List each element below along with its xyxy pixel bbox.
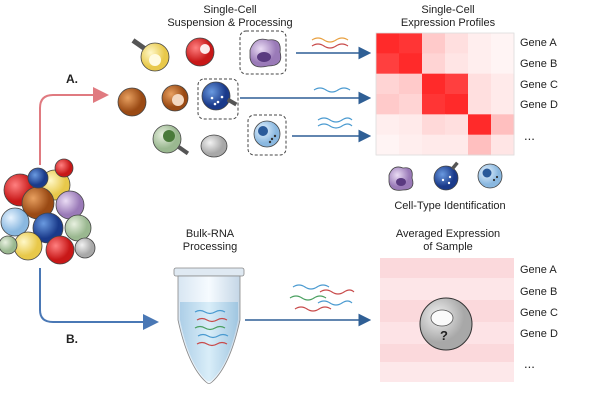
heatmap-cell-3-3 [445, 94, 469, 115]
step-a1-line2: Suspension & Processing [167, 17, 293, 29]
path-a-arrow [39, 87, 109, 165]
avg-gene-label-b: Gene B [520, 286, 558, 298]
unknown-mark: ? [440, 328, 448, 343]
heatmap-cell-5-5 [491, 134, 515, 156]
heatmap-cell-1-1 [399, 53, 423, 75]
gene-label-d: Gene D [520, 99, 558, 111]
heatmap-cell-3-0 [376, 94, 400, 115]
step-b1-line1: Bulk-RNA [185, 228, 235, 240]
heatmap-cell-2-2 [422, 73, 446, 95]
bulk-tube [173, 267, 245, 384]
heatmap-cell-4-4 [468, 114, 492, 136]
heatmap-cell-1-5 [491, 53, 515, 75]
heatmap-cell-3-5 [491, 94, 515, 115]
heatmap-cell-1-4 [468, 53, 492, 75]
heatmap-cell-1-3 [445, 53, 469, 75]
avg-gene-label-a: Gene A [520, 264, 557, 276]
heatmap-cell-4-5 [491, 114, 515, 136]
heatmap-cell-0-4 [468, 33, 492, 54]
heatmap-cell-1-2 [422, 53, 446, 75]
heatmap-cell-3-4 [468, 94, 492, 115]
heatmap-cell-3-2 [422, 94, 446, 115]
gene-label-b: Gene B [520, 58, 558, 70]
blue-cell-icon [433, 165, 459, 191]
heatmap-cell-0-2 [422, 33, 446, 54]
heatmap-cell-0-5 [491, 33, 515, 54]
step-a2-line2: Expression Profiles [400, 17, 496, 29]
heatmap-cell-4-2 [422, 114, 446, 136]
heatmap-cell-3-1 [399, 94, 423, 115]
heatmap-cell-4-3 [445, 114, 469, 136]
heatmap-cell-0-3 [445, 33, 469, 54]
heatmap-cell-5-4 [468, 134, 492, 156]
heatmap-cell-0-1 [399, 33, 423, 54]
heatmap-cell-5-3 [445, 134, 469, 156]
gene-label-more: ... [524, 128, 535, 143]
heatmap-cell-5-1 [399, 134, 423, 156]
path-b-arrow [39, 268, 159, 330]
tissue-cluster [0, 158, 96, 265]
step-b2-title: Averaged Expression of Sample [378, 228, 518, 254]
cell-type-icons [388, 161, 503, 191]
heatmap-cell-2-3 [445, 73, 469, 95]
avg-gene-label-d: Gene D [520, 328, 558, 340]
heatmap-cell-1-0 [376, 53, 400, 75]
step-a2-title: Single-Cell Expression Profiles [383, 4, 513, 30]
heatmap-cell-4-0 [376, 114, 400, 136]
heatmap-cell-4-1 [399, 114, 423, 136]
single-cells [117, 30, 287, 158]
step-b2-line1: Averaged Expression [395, 228, 501, 240]
mrna-strands-b [289, 284, 355, 312]
heatmap-cell-5-2 [422, 134, 446, 156]
avg-gene-label-c: Gene C [520, 307, 558, 319]
heatmap-cell-0-0 [376, 33, 400, 54]
gene-label-c: Gene C [520, 79, 558, 91]
heatmap-cell-5-0 [376, 134, 400, 156]
heatmap-cell-2-4 [468, 73, 492, 95]
step-b1-title: Bulk-RNA Processing [160, 228, 260, 254]
avg-gene-label-more: ... [524, 356, 535, 371]
celltype-label: Cell-Type Identification [394, 200, 506, 212]
section-a-marker: A. [66, 72, 78, 86]
heatmap-cell-2-1 [399, 73, 423, 95]
heatmap-averaged [380, 258, 514, 382]
mrna-strands-a [311, 37, 353, 129]
step-a1-line1: Single-Cell [203, 4, 257, 16]
heatmap-single-cell [376, 33, 515, 156]
step-a2-line1: Single-Cell [421, 4, 475, 16]
heatmap-cell-2-5 [491, 73, 515, 95]
heatmap-cell-2-0 [376, 73, 400, 95]
gene-label-a: Gene A [520, 37, 557, 49]
step-b1-line2: Processing [182, 241, 238, 253]
step-b2-line2: of Sample [423, 241, 473, 253]
section-b-marker: B. [66, 332, 78, 346]
step-a1-title: Single-Cell Suspension & Processing [155, 4, 305, 30]
